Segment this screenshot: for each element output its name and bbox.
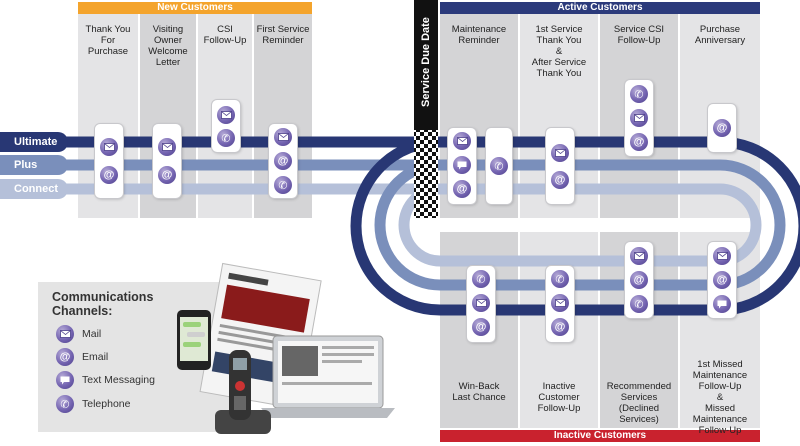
text-messaging-icon: [56, 371, 74, 389]
text-messaging-icon: [713, 295, 731, 313]
telephone-icon: ✆: [630, 85, 648, 103]
email-icon: @: [713, 119, 731, 137]
card-purchase-anniversary: @: [708, 104, 736, 152]
legend-text-messaging-label: Text Messaging: [82, 374, 155, 386]
email-icon: @: [274, 152, 292, 170]
service-due-date-label: Service Due Date: [420, 17, 432, 107]
mail-icon: [551, 144, 569, 162]
mail-icon: [100, 138, 118, 156]
col-label-first-service-reminder: First Service Reminder: [256, 24, 310, 46]
col-label-missed-maintenance: 1st Missed Maintenance Follow-Up & Misse…: [692, 359, 748, 436]
telephone-icon: ✆: [551, 270, 569, 288]
card-first-service-thank-you: @: [546, 128, 574, 204]
telephone-icon: ✆: [490, 157, 508, 175]
email-icon: @: [630, 133, 648, 151]
col-label-service-csi: Service CSI Follow-Up: [613, 24, 665, 46]
mail-icon: [56, 325, 74, 343]
mail-icon: [274, 128, 292, 146]
mail-icon: [158, 138, 176, 156]
mail-icon: [472, 294, 490, 312]
telephone-icon: ✆: [274, 176, 292, 194]
devices-illustration: [177, 262, 395, 434]
col-label-csi-followup: CSI Follow-Up: [203, 24, 247, 46]
col-label-first-service-thank-you: 1st Service Thank You & After Service Th…: [531, 24, 587, 79]
card-inactive-followup: ✆ @: [546, 266, 574, 342]
card-first-service-reminder: @ ✆: [269, 124, 297, 198]
telephone-icon: ✆: [630, 295, 648, 313]
col-label-visiting-owner: Visiting Owner Welcome Letter: [148, 24, 188, 68]
cordless-phone-image: [215, 350, 271, 434]
smartphone-image: [177, 310, 211, 370]
email-icon: @: [472, 318, 490, 336]
email-icon: @: [551, 171, 569, 189]
mail-icon: [217, 106, 235, 124]
card-maintenance-reminder: @: [448, 128, 476, 204]
legend-email-label: Email: [82, 351, 109, 363]
email-icon: @: [158, 166, 176, 184]
telephone-icon: ✆: [217, 129, 235, 147]
mail-icon: [630, 109, 648, 127]
card-service-csi: ✆ @: [625, 80, 653, 156]
card-recommended-services: @ ✆: [625, 242, 653, 318]
legend-telephone-label: Telephone: [82, 398, 131, 410]
card-win-back: ✆ @: [467, 266, 495, 342]
mail-icon: [551, 294, 569, 312]
mail-icon: [630, 247, 648, 265]
col-label-inactive-followup: Inactive Customer Follow-Up: [537, 381, 581, 414]
tier-connect: Connect: [0, 179, 68, 199]
due-date-bar: [414, 0, 438, 130]
legend-title: Communications Channels:: [52, 290, 154, 318]
new-customers-header: New Customers: [78, 2, 312, 14]
email-icon: @: [630, 271, 648, 289]
mail-icon: [453, 132, 471, 150]
col-label-recommended-services: Recommended Services (Declined Services): [606, 381, 672, 425]
telephone-icon: ✆: [56, 395, 74, 413]
mail-icon: [713, 247, 731, 265]
checkered-flag: [414, 130, 438, 218]
card-visiting-owner: @: [153, 124, 181, 198]
col-label-thank-you-purchase: Thank You For Purchase: [85, 24, 131, 57]
card-thank-you-purchase: @: [95, 124, 123, 198]
email-icon: @: [100, 166, 118, 184]
tier-plus: Plus: [0, 155, 68, 175]
col-label-purchase-anniversary: Purchase Anniversary: [694, 24, 746, 46]
card-csi-followup: ✆: [212, 100, 240, 152]
inactive-customers-header: Inactive Customers: [440, 430, 760, 442]
text-messaging-icon: [453, 156, 471, 174]
card-missed-maintenance: @: [708, 242, 736, 318]
tier-ultimate: Ultimate: [0, 132, 68, 152]
laptop-image: [261, 335, 395, 418]
legend-mail-label: Mail: [82, 328, 102, 340]
email-icon: @: [713, 271, 731, 289]
email-icon: @: [453, 180, 471, 198]
email-icon: @: [551, 318, 569, 336]
col-label-win-back: Win-Back Last Chance: [452, 381, 506, 403]
telephone-icon: ✆: [472, 270, 490, 288]
card-maintenance-phone: ✆: [486, 128, 512, 204]
email-icon: @: [56, 348, 74, 366]
col-label-maintenance-reminder: Maintenance Reminder: [451, 24, 507, 46]
active-customers-header: Active Customers: [440, 2, 760, 14]
